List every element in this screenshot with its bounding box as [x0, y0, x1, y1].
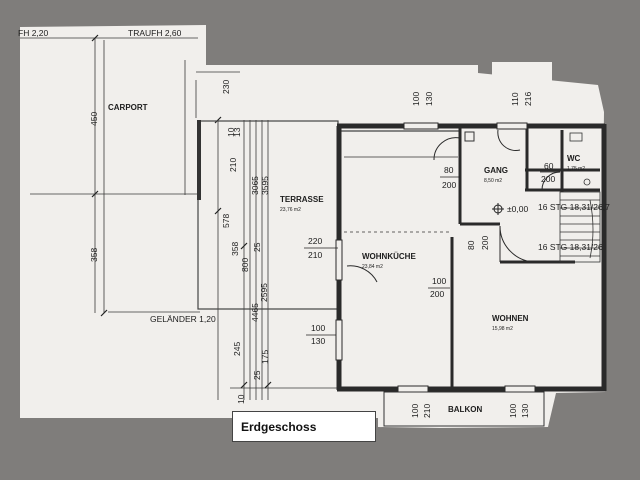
traufh-label: TRAUFH 2,60 [128, 28, 182, 38]
dim-230: 230 [221, 80, 231, 94]
dim-col-578: 578 [221, 214, 231, 228]
dim-balkon-right-w: 100 [508, 404, 518, 418]
dim-gang-door-h: 200 [442, 180, 456, 190]
dim-col-210: 210 [228, 158, 238, 172]
stair-label-2: 16 STG 18,31/26 [538, 242, 603, 252]
dim-balkon-left-h: 210 [422, 404, 432, 418]
dim-col-800: 800 [240, 258, 250, 272]
dim-west-win-h: 130 [311, 336, 325, 346]
dim-col-3595: 3595 [260, 176, 270, 195]
dim-inner-door-w: 100 [432, 276, 446, 286]
dim-col-4465: 4465 [250, 303, 260, 322]
level-marker-icon [492, 203, 504, 215]
wall-openings [335, 122, 536, 393]
dim-kitchen-door-w: 220 [308, 236, 322, 246]
level-mark-label: ±0,00 [507, 204, 528, 214]
dim-col-358: 358 [230, 242, 240, 256]
paper-tab-top [492, 62, 552, 122]
room-gang: GANG [484, 166, 508, 175]
carport-post [197, 120, 201, 200]
dim-left-450: 450 [89, 112, 99, 126]
dim-kitchen-door-h: 210 [308, 250, 322, 260]
dim-col-2595: 2595 [259, 283, 269, 302]
room-wohnen: WOHNEN [492, 314, 529, 323]
dim-door-top-1: 100 [411, 92, 421, 106]
dim-wc-door-w: 60 [544, 161, 554, 171]
chimney-symbol [464, 131, 475, 142]
room-wc: WC [567, 154, 581, 163]
area-gang: 8,50 m2 [484, 178, 502, 184]
dim-gang-door-w: 80 [444, 165, 454, 175]
dim-col-10b: 10 [236, 394, 246, 404]
toilet-symbol [583, 178, 591, 186]
dim-inner-door-h: 200 [430, 289, 444, 299]
dim-col-13: 13 [232, 127, 242, 137]
dim-balkon-left-w: 100 [410, 404, 420, 418]
dim-col-245: 245 [232, 342, 242, 356]
dim-door-top-2: 130 [424, 92, 434, 106]
dim-door-top-4: 216 [523, 92, 533, 106]
room-balkon: BALKON [448, 405, 482, 414]
washbasin-symbol [569, 132, 583, 142]
dim-left-358: 358 [89, 248, 99, 262]
area-wohnen: 15,98 m2 [492, 326, 513, 332]
page-title: Erdgeschoss [241, 420, 317, 434]
staircase [559, 191, 601, 263]
dim-wc-door-h: 200 [541, 174, 555, 184]
fh-label: FH 2,20 [18, 28, 49, 38]
area-wc: 1,75 m2 [567, 166, 585, 172]
room-terrasse: TERRASSE [280, 195, 324, 204]
interior-walls [450, 126, 600, 389]
room-wohnkueche: WOHNKÜCHE [362, 252, 416, 261]
dim-stair-door-w: 80 [466, 240, 476, 250]
dim-col-175: 175 [260, 350, 270, 364]
area-wohnkueche: 23,84 m2 [362, 264, 383, 270]
dimension-lines [20, 37, 340, 400]
dim-balkon-right-h: 130 [520, 404, 530, 418]
dim-col-10a: 10 [226, 127, 236, 137]
dim-door-top-3: 110 [510, 92, 520, 106]
area-terrasse: 23,76 m2 [280, 207, 301, 213]
dim-col-25a: 25 [252, 242, 262, 252]
dim-col-25b: 25 [252, 370, 262, 380]
dim-col-3065: 3065 [250, 176, 260, 195]
stair-label-1: 16 STG 18,31/26,7 [538, 202, 610, 212]
caption-box: Erdgeschoss [232, 411, 376, 442]
room-carport: CARPORT [108, 103, 148, 112]
dimension-ticks [91, 34, 272, 389]
dim-west-win-w: 100 [311, 323, 325, 333]
dim-stair-door-h: 200 [480, 236, 490, 250]
gelaender-label: GELÄNDER 1,20 [150, 314, 216, 324]
balkon-outline [383, 391, 545, 427]
